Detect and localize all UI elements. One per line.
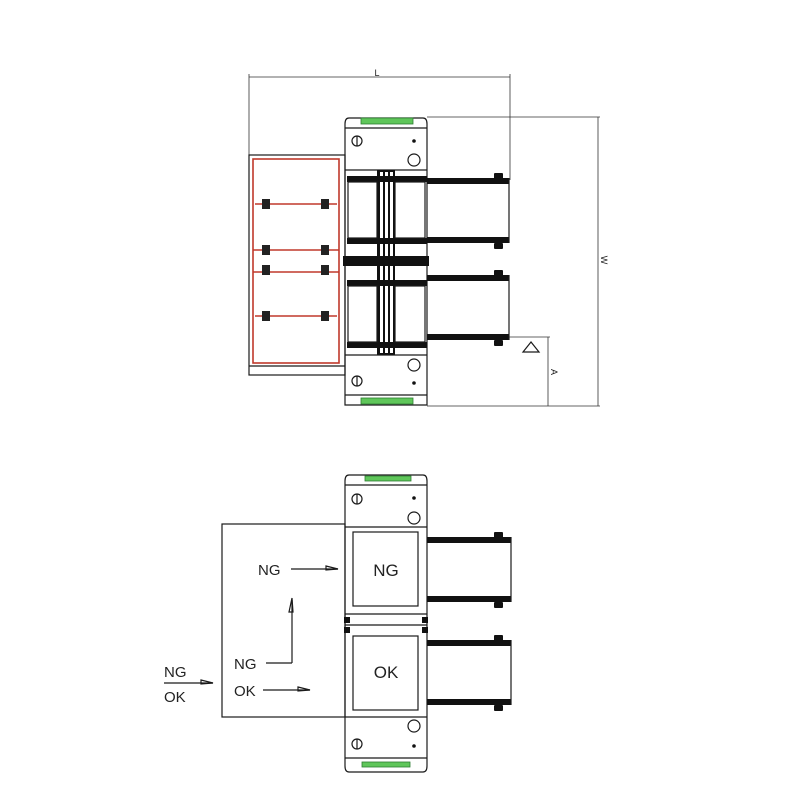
flow-label-ng-top: NG <box>258 562 281 579</box>
input-label-ok: OK <box>164 689 186 706</box>
bottom-view: NG OK NG NG OK NG <box>164 474 512 773</box>
input-label-ng: NG <box>164 664 187 681</box>
arrow-right-icon <box>325 565 339 571</box>
dim-w-label: W <box>599 256 609 265</box>
side-tray <box>248 154 346 376</box>
main-body-top <box>343 117 429 406</box>
top-view: L <box>248 68 609 407</box>
ng-window-label: NG <box>373 561 399 580</box>
connector-top <box>360 117 414 125</box>
ok-window-label: OK <box>374 663 399 682</box>
arrow-up-icon <box>288 597 294 613</box>
flow-label-ok-middle: OK <box>234 683 256 700</box>
arrow-right-icon <box>297 686 311 692</box>
dim-a-label: A <box>549 369 559 375</box>
dimension-w: W <box>427 116 609 407</box>
conveyor-arms-top <box>427 173 510 346</box>
connector-bottom <box>360 397 414 405</box>
dimension-l: L <box>248 68 511 180</box>
flow-label-ng-middle: NG <box>234 656 257 673</box>
dimension-a: A <box>509 336 559 406</box>
dim-l-label: L <box>374 68 379 78</box>
datum-triangle-icon <box>521 341 541 353</box>
arrow-right-icon <box>200 679 214 685</box>
